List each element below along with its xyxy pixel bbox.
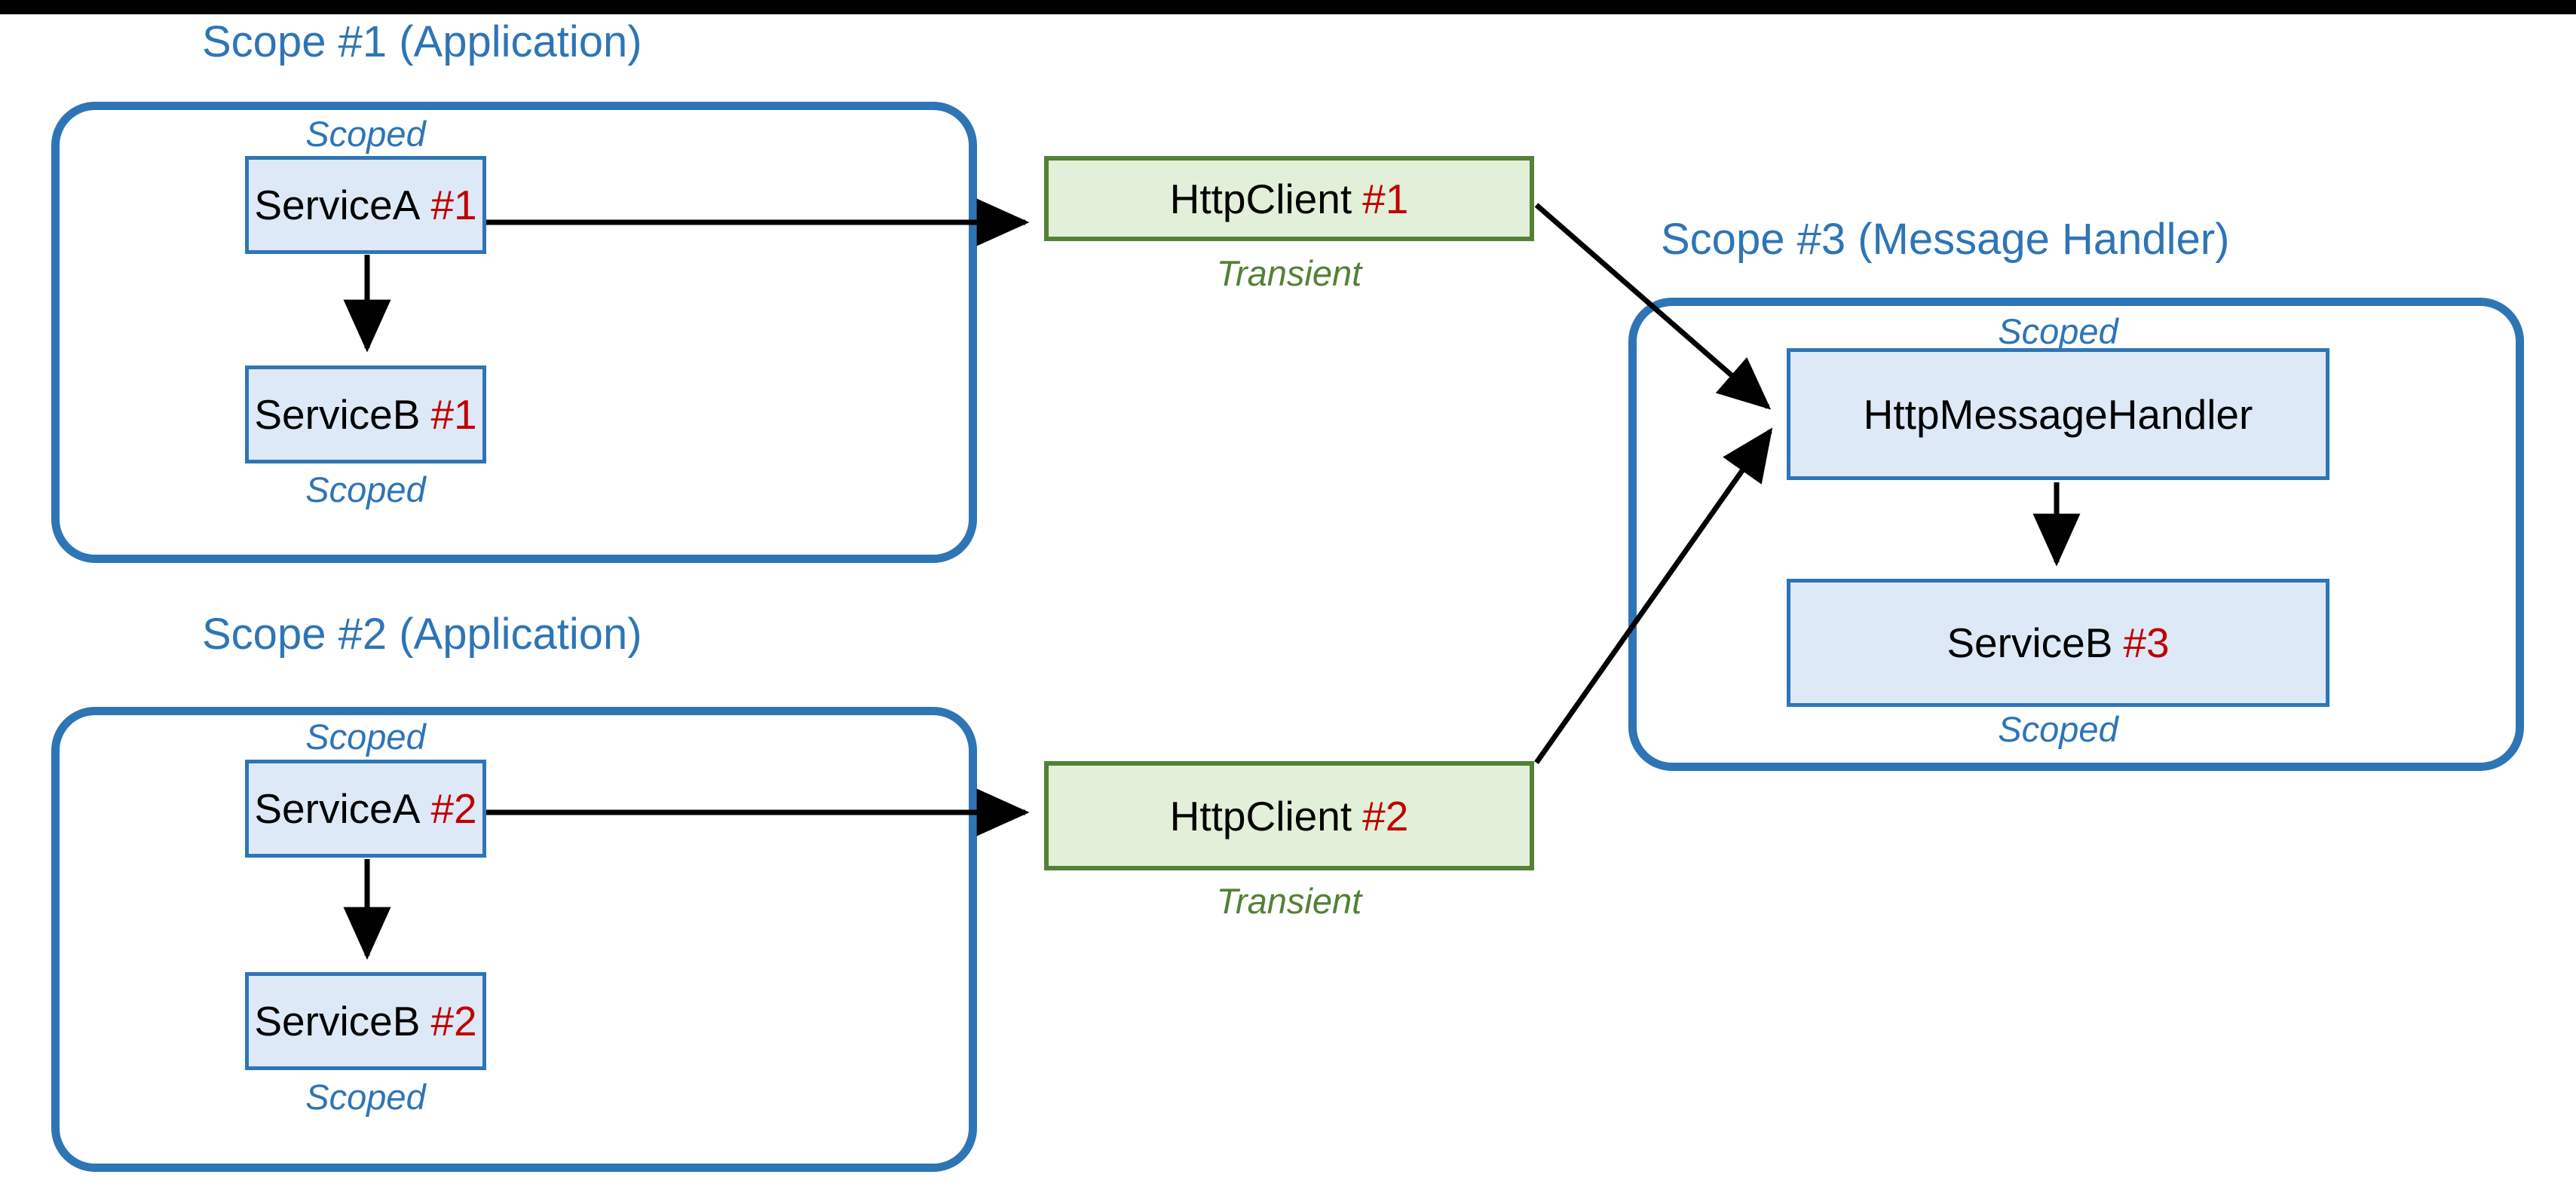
node-httpClient2-hash: #2	[1362, 792, 1409, 840]
node-serviceB2-hash: #2	[430, 998, 477, 1044]
node-httpClient2-name: HttpClient	[1169, 792, 1352, 840]
node-serviceA2-hash: #2	[430, 785, 477, 832]
node-httpMessageHandler-name: HttpMessageHandler	[1863, 390, 2253, 438]
httpClient1-lifetime-label: Transient	[1216, 253, 1362, 293]
scope-1-container	[51, 102, 977, 563]
httpMessageHandler-lifetime-label: Scoped	[1998, 311, 2118, 351]
scope-2-container	[51, 707, 977, 1172]
scope-3-title: Scope #3 (Message Handler)	[1661, 215, 2230, 264]
node-serviceA1-hash: #1	[430, 182, 477, 228]
node-serviceB1[interactable]: ServiceB #1	[245, 365, 486, 463]
node-serviceA1[interactable]: ServiceA #1	[245, 156, 486, 254]
serviceB1-lifetime-label: Scoped	[305, 469, 426, 509]
node-httpClient1[interactable]: HttpClient #1	[1044, 156, 1534, 241]
serviceB2-lifetime-label: Scoped	[305, 1077, 426, 1117]
node-serviceA1-name: ServiceA	[254, 182, 421, 228]
node-serviceA2[interactable]: ServiceA #2	[245, 760, 486, 858]
serviceA2-lifetime-label: Scoped	[305, 717, 426, 757]
node-serviceB3[interactable]: ServiceB #3	[1787, 579, 2329, 707]
node-serviceB3-name: ServiceB	[1947, 619, 2113, 666]
node-serviceB1-hash: #1	[430, 391, 477, 438]
httpClient2-lifetime-label: Transient	[1216, 881, 1362, 921]
node-httpClient1-hash: #1	[1362, 175, 1409, 222]
node-serviceB2-name: ServiceB	[254, 998, 421, 1044]
node-serviceB3-hash: #3	[2123, 619, 2170, 666]
node-httpClient2[interactable]: HttpClient #2	[1044, 761, 1534, 870]
node-serviceA2-name: ServiceA	[254, 785, 421, 832]
serviceA1-lifetime-label: Scoped	[305, 114, 426, 154]
serviceB3-lifetime-label: Scoped	[1998, 709, 2118, 749]
node-httpMessageHandler[interactable]: HttpMessageHandler	[1787, 348, 2329, 480]
node-httpClient1-name: HttpClient	[1169, 175, 1352, 222]
node-serviceB1-name: ServiceB	[254, 391, 421, 438]
scope-2-title: Scope #2 (Application)	[202, 610, 642, 659]
top-black-band	[0, 0, 2576, 14]
node-serviceB2[interactable]: ServiceB #2	[245, 972, 486, 1070]
scope-1-title: Scope #1 (Application)	[202, 17, 642, 66]
